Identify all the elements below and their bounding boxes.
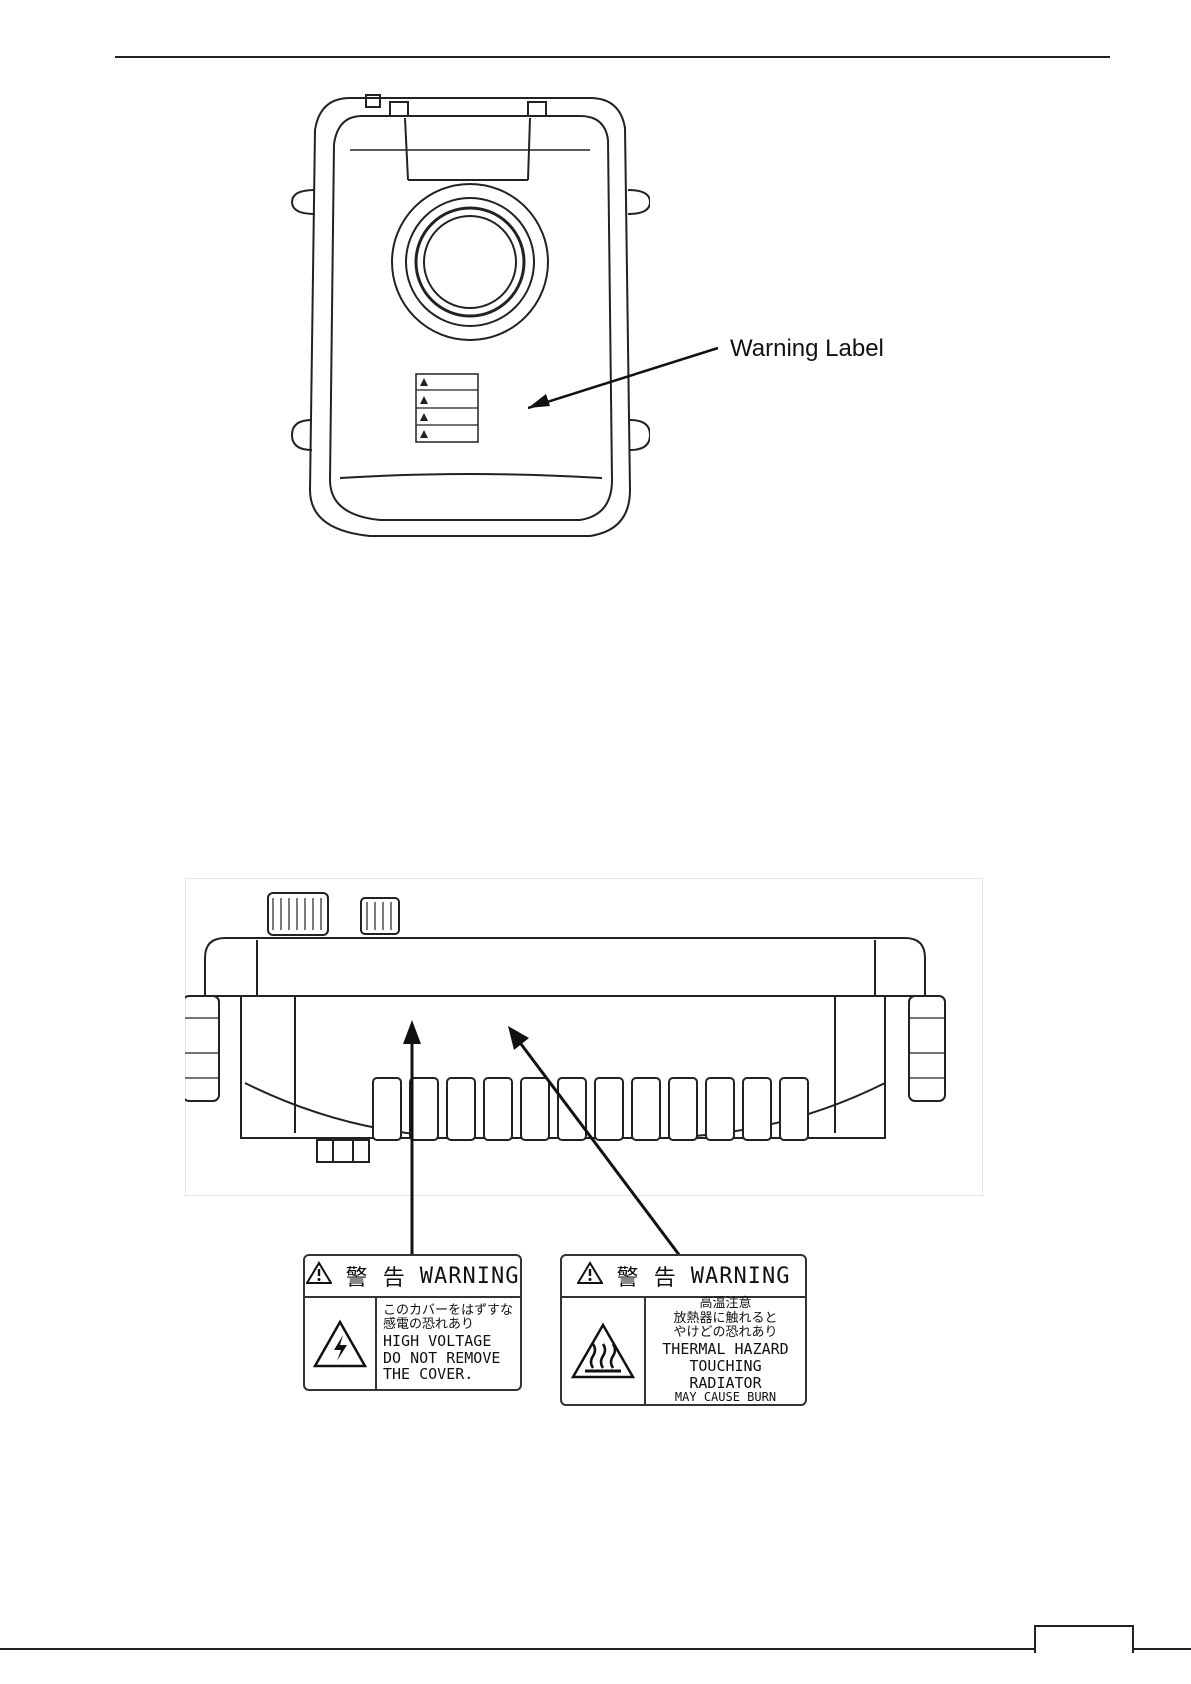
thermal-hazard-warning-label: 警 告 WARNING 高温注意 放熱器に触れると やけどの恐れあり THERM…	[560, 1254, 807, 1406]
label-line: HIGH VOLTAGE	[383, 1333, 516, 1350]
label-line: 感電の恐れあり	[383, 1318, 516, 1333]
warning-header: 警 告 WARNING	[562, 1256, 805, 1298]
label-line: 高温注意	[650, 1297, 801, 1312]
warning-label-caption: Warning Label	[730, 335, 884, 363]
label-pointer-arrows	[390, 1020, 690, 1260]
lightning-triangle-icon	[305, 1298, 377, 1389]
header-rule	[115, 56, 1110, 58]
label-line: MAY CAUSE BURN	[650, 1391, 801, 1404]
warning-triangle-icon	[306, 1261, 332, 1291]
warning-header-en: WARNING	[420, 1264, 520, 1289]
label-line: THE COVER.	[383, 1366, 516, 1383]
label-line: やけどの恐れあり	[650, 1326, 801, 1341]
warning-header: 警 告 WARNING	[305, 1256, 520, 1298]
label-line: TOUCHING RADIATOR	[650, 1358, 801, 1392]
page-number-tab	[1034, 1625, 1134, 1653]
warning-triangle-icon	[577, 1261, 603, 1291]
warning-header-jp: 警 告	[346, 1260, 406, 1292]
footer-rule	[0, 1648, 1191, 1650]
label-line: 放熱器に触れると	[650, 1312, 801, 1327]
unit-front-view-drawing	[290, 90, 650, 550]
warning-header-en: WARNING	[691, 1264, 791, 1289]
hot-surface-icon	[562, 1298, 646, 1404]
label-line: DO NOT REMOVE	[383, 1350, 516, 1367]
warning-header-jp: 警 告	[617, 1260, 677, 1292]
label-line: THERMAL HAZARD	[650, 1341, 801, 1358]
high-voltage-warning-label: 警 告 WARNING このカバーをはずすな 感電の恐れあり HIGH VOLT…	[303, 1254, 522, 1391]
